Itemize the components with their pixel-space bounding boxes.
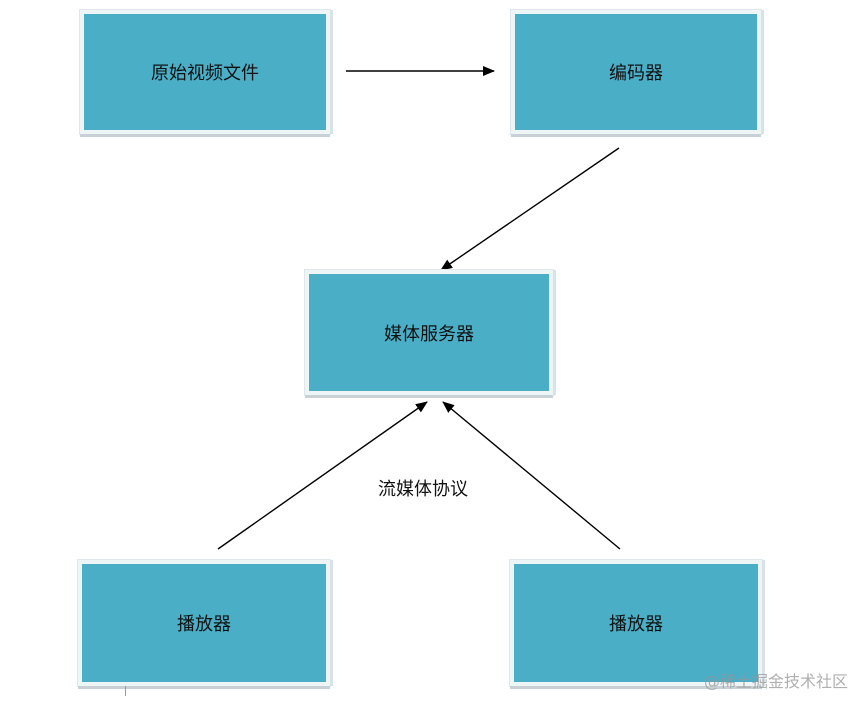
media-server-label: 媒体服务器 — [384, 323, 474, 345]
watermark: @稀土掘金技术社区 — [703, 672, 848, 691]
encoder-node: 编码器 — [511, 10, 761, 134]
media-server-node: 媒体服务器 — [305, 270, 553, 395]
encoder-label: 编码器 — [609, 63, 663, 84]
arrow-encoder-to-server — [440, 147, 620, 271]
source-video-file-label: 原始视频文件 — [151, 63, 259, 84]
player-node-1: 播放器 — [78, 560, 330, 686]
player-node-2: 播放器 — [510, 560, 762, 686]
arrow-player2-to-server — [442, 401, 621, 550]
source-video-file-node: 原始视频文件 — [80, 10, 330, 134]
divider-tick — [125, 686, 126, 696]
arrow-player1-to-server — [217, 401, 428, 550]
player-1-label: 播放器 — [177, 614, 231, 635]
streaming-protocol-label: 流媒体协议 — [378, 479, 468, 500]
player-2-label: 播放器 — [609, 614, 663, 635]
